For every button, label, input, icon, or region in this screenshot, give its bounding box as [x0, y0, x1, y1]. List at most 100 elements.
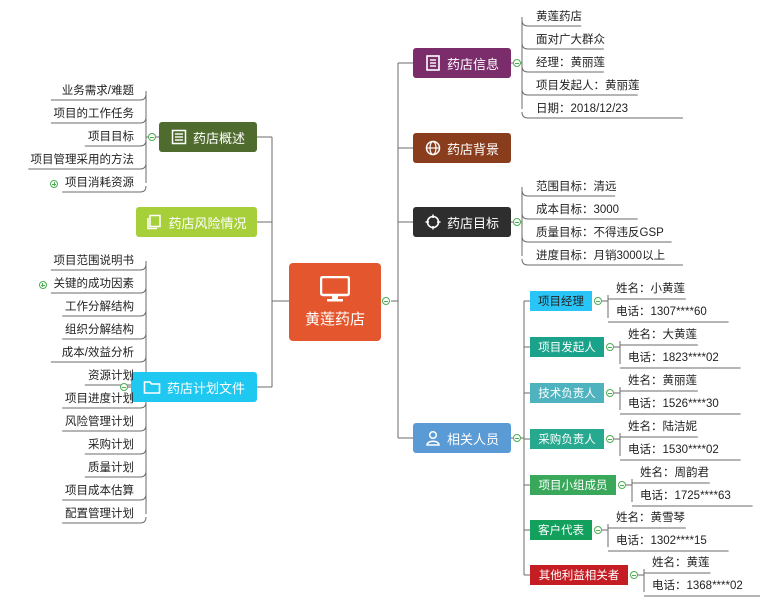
store-plan-item-6[interactable]: 项目进度计划 — [65, 393, 134, 405]
role-3[interactable]: 采购负责人 — [530, 429, 604, 449]
store-info-item-4[interactable]: 日期：2018/12/23 — [536, 103, 629, 115]
role-6-toggle[interactable] — [630, 571, 638, 579]
role-6-name[interactable]: 姓名：黄莲 — [652, 557, 710, 569]
center-right-toggle[interactable] — [382, 297, 390, 305]
store-goal-trunk — [511, 187, 523, 256]
store-plan-underline — [62, 401, 147, 409]
store-plan-item-11[interactable]: 配置管理计划 — [65, 508, 134, 520]
role-3-phone[interactable]: 电话：1530****02 — [628, 444, 719, 456]
role-0[interactable]: 项目经理 — [530, 291, 592, 311]
monitor-icon — [320, 275, 350, 302]
role-1[interactable]: 项目发起人 — [530, 337, 604, 357]
role-5-name[interactable]: 姓名：黄雪琴 — [616, 512, 685, 524]
role-5-phone[interactable]: 电话：1302****15 — [616, 535, 707, 547]
role-0-name[interactable]: 姓名：小黄莲 — [616, 283, 685, 295]
store-overview-item-2[interactable]: 项目目标 — [88, 131, 134, 143]
role-1-name[interactable]: 姓名：大黄莲 — [628, 329, 697, 341]
store-overview-underline — [62, 185, 147, 193]
role-3-name[interactable]: 姓名：陆洁妮 — [628, 421, 697, 433]
role-2-name[interactable]: 姓名：黄丽莲 — [628, 375, 697, 387]
store-goal-underline — [521, 258, 683, 266]
store-plan-underline — [84, 470, 147, 478]
people-toggle[interactable] — [513, 434, 521, 442]
branch-store-plan-files[interactable]: 药店计划文件 — [131, 372, 257, 402]
store-overview-underline — [28, 162, 147, 170]
store-plan-underline — [62, 309, 147, 317]
store-goal-item-1[interactable]: 成本目标：3000 — [536, 204, 620, 216]
store-plan-item-0[interactable]: 项目范围说明书 — [53, 255, 135, 267]
store-plan-item-7[interactable]: 风险管理计划 — [65, 416, 134, 428]
store-plan-item-5[interactable]: 资源计划 — [88, 370, 134, 382]
role-0-toggle[interactable] — [594, 297, 602, 305]
store-plan-item-2[interactable]: 工作分解结构 — [65, 301, 134, 313]
globe-icon — [425, 140, 441, 156]
store-goal-underline — [521, 235, 672, 243]
central-topic[interactable]: 黄莲药店 — [289, 263, 381, 341]
store-plan-item-4[interactable]: 成本/效益分析 — [61, 347, 134, 359]
store-overview-toggle[interactable] — [148, 133, 156, 141]
store-plan-underline — [50, 286, 147, 294]
store-goal-underline — [521, 212, 638, 220]
branch-store-background[interactable]: 药店背景 — [413, 133, 511, 163]
branch-store-goal[interactable]: 药店目标 — [413, 207, 511, 237]
role-0-phone[interactable]: 电话：1307****60 — [616, 306, 707, 318]
store-plan-item-10[interactable]: 项目成本估算 — [65, 485, 134, 497]
center-right-trunk — [391, 63, 399, 438]
role-1-toggle[interactable] — [606, 343, 614, 351]
store-plan-item-9[interactable]: 质量计划 — [88, 462, 134, 474]
store-goal-item-3[interactable]: 进度目标：月销3000以上 — [536, 250, 666, 262]
branch-store-info-label: 药店信息 — [446, 56, 499, 72]
store-overview-trunk — [145, 91, 159, 183]
role-4[interactable]: 项目小组成员 — [530, 475, 616, 495]
store-goal-toggle[interactable] — [513, 218, 521, 226]
store-info-item-0[interactable]: 黄莲药店 — [536, 11, 582, 23]
store-plan-underline — [84, 447, 147, 455]
store-info-item-3[interactable]: 项目发起人：黄丽莲 — [536, 80, 640, 92]
role-2-toggle[interactable] — [606, 389, 614, 397]
store-overview-underline — [84, 139, 147, 147]
store-overview-item-4-expand[interactable] — [50, 180, 59, 188]
store-info-underline — [521, 42, 604, 50]
store-info-item-2[interactable]: 经理：黄丽莲 — [536, 57, 605, 69]
store-plan-item-3[interactable]: 组织分解结构 — [65, 324, 134, 336]
store-overview-underline — [50, 93, 147, 101]
branch-store-info[interactable]: 药店信息 — [413, 48, 511, 78]
store-info-item-1[interactable]: 面对广大群众 — [536, 34, 605, 46]
role-4-toggle[interactable] — [618, 481, 626, 489]
role-1-phone[interactable]: 电话：1823****02 — [628, 352, 719, 364]
list-icon — [171, 129, 187, 145]
store-overview-item-4[interactable]: 项目消耗资源 — [65, 177, 134, 189]
branch-store-overview[interactable]: 药店概述 — [159, 122, 257, 152]
role-6[interactable]: 其他利益相关者 — [530, 565, 628, 585]
branch-store-risk-label: 药店风险情况 — [168, 215, 247, 231]
store-plan-item-1[interactable]: 关键的成功因素 — [53, 278, 135, 290]
role-5-toggle[interactable] — [594, 526, 602, 534]
role-6-phone[interactable]: 电话：1368****02 — [652, 580, 743, 592]
store-plan-item-8[interactable]: 采购计划 — [88, 439, 134, 451]
role-5[interactable]: 客户代表 — [530, 520, 592, 540]
store-overview-item-3[interactable]: 项目管理采用的方法 — [30, 154, 135, 166]
store-overview-item-0[interactable]: 业务需求/难题 — [61, 85, 134, 97]
role-2[interactable]: 技术负责人 — [530, 383, 604, 403]
store-goal-item-0[interactable]: 范围目标：清远 — [536, 181, 617, 193]
store-goal-item-2[interactable]: 质量目标：不得违反GSP — [536, 227, 664, 239]
store-plan-underline — [62, 516, 147, 524]
store-overview-item-1[interactable]: 项目的工作任务 — [53, 108, 135, 120]
store-plan-toggle[interactable] — [120, 383, 128, 391]
branch-store-risk[interactable]: 药店风险情况 — [136, 207, 257, 237]
target-icon — [425, 214, 441, 230]
store-info-toggle[interactable] — [513, 59, 521, 67]
store-plan-item-1-expand[interactable] — [38, 281, 47, 289]
role-2-phone[interactable]: 电话：1526****30 — [628, 398, 719, 410]
role-3-toggle[interactable] — [606, 435, 614, 443]
role-0-trunk — [602, 295, 609, 318]
center-left-trunk — [271, 137, 289, 387]
branch-store-overview-label: 药店概述 — [192, 130, 245, 146]
branch-related-people-label: 相关人员 — [446, 431, 499, 447]
role-5-trunk — [602, 524, 609, 547]
role-4-phone[interactable]: 电话：1725****63 — [640, 490, 731, 502]
role-4-name[interactable]: 姓名：周韵君 — [640, 467, 709, 479]
role-1-trunk — [614, 341, 621, 364]
branch-related-people[interactable]: 相关人员 — [413, 423, 511, 453]
store-plan-underline — [50, 355, 147, 363]
